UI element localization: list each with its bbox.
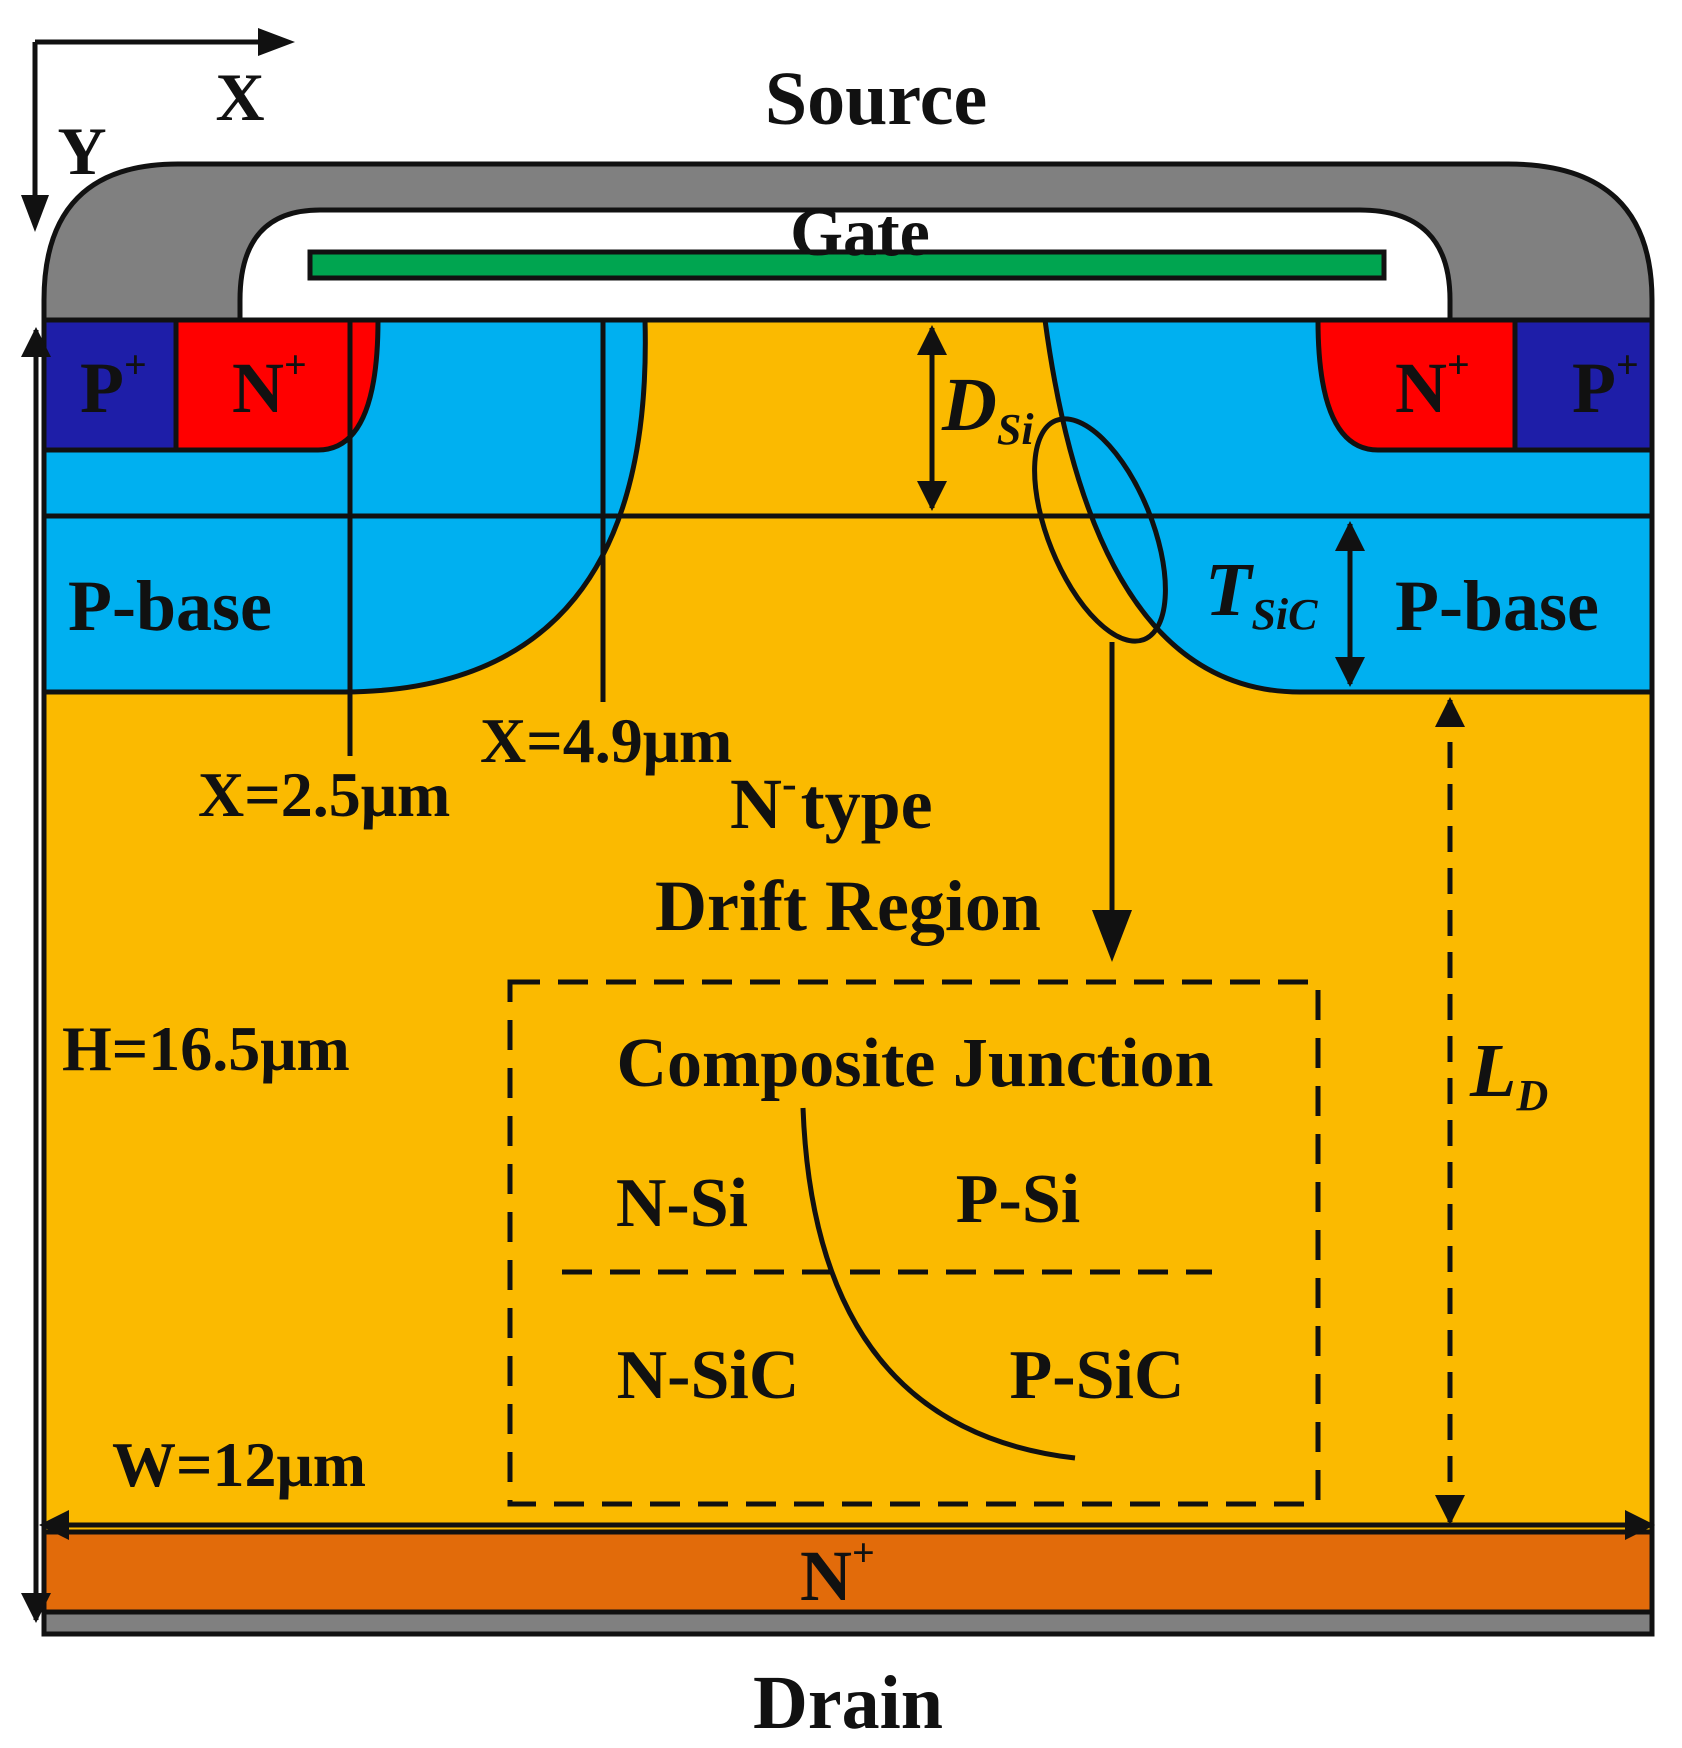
gate-electrode [307, 249, 1387, 281]
p-plus-right [1512, 317, 1655, 453]
drain-label: Drain [753, 1661, 943, 1745]
drift-region-label-line2: Drift Region [655, 866, 1041, 946]
t-sic-label: TSiC [1205, 548, 1318, 639]
cut-x1-label: X=2.5μm [198, 759, 450, 830]
n-sic-label: N-SiC [617, 1337, 800, 1414]
region-labels: P+ N+ N+ P+ P-base P-base N-type Drift R… [68, 342, 1639, 1745]
coordinate-axes: X Y [21, 28, 295, 232]
n-plus-right-label: N+ [1395, 342, 1470, 428]
composite-junction-callout: Composite Junction N-Si P-Si N-SiC P-SiC [507, 416, 1321, 1507]
top-electrode-stack: Gate Source [41, 57, 1655, 323]
cut-x2-label: X=4.9μm [480, 705, 732, 776]
y-axis-label: Y [57, 113, 106, 189]
d-si-label: DSi [941, 363, 1034, 454]
drain-metal [41, 1609, 1655, 1637]
junction-curve [800, 1107, 1076, 1461]
l-d-label: LD [1469, 1029, 1548, 1120]
n-plus-right [1315, 317, 1518, 453]
p-base-left-label: P-base [68, 566, 272, 646]
p-plus-left-label: P+ [80, 342, 147, 428]
width-label: W=12μm [112, 1429, 366, 1500]
n-plus-left [173, 317, 381, 453]
p-base-right-label: P-base [1395, 566, 1599, 646]
p-plus-left [41, 317, 179, 453]
junction-highlight-ellipse [1032, 416, 1168, 644]
y-axis-arrowhead [21, 195, 49, 232]
composite-junction-box [507, 979, 1321, 1507]
gate-label: Gate [790, 194, 930, 270]
source-label: Source [765, 57, 987, 141]
n-plus-left-label: N+ [232, 342, 307, 428]
drift-region-label-line1: N-type [730, 759, 933, 844]
n-si-label: N-Si [616, 1165, 748, 1242]
x-axis-arrowhead [258, 28, 295, 56]
n-plus-substrate-label: N+ [800, 1530, 875, 1616]
p-sic-label: P-SiC [1010, 1337, 1185, 1414]
cut-lines: X=4.9μm X=2.5μm [198, 320, 732, 830]
callout-arrowhead [1092, 910, 1132, 962]
x-axis-label: X [215, 59, 264, 135]
composite-junction-title: Composite Junction [617, 1025, 1214, 1102]
dimension-markers: DSi TSiC LD H=16.5μm W=12μm [21, 325, 1655, 1623]
n-plus-substrate [41, 1529, 1655, 1615]
p-plus-right-label: P+ [1572, 342, 1639, 428]
height-label: H=16.5μm [62, 1013, 350, 1084]
p-si-label: P-Si [956, 1161, 1080, 1238]
